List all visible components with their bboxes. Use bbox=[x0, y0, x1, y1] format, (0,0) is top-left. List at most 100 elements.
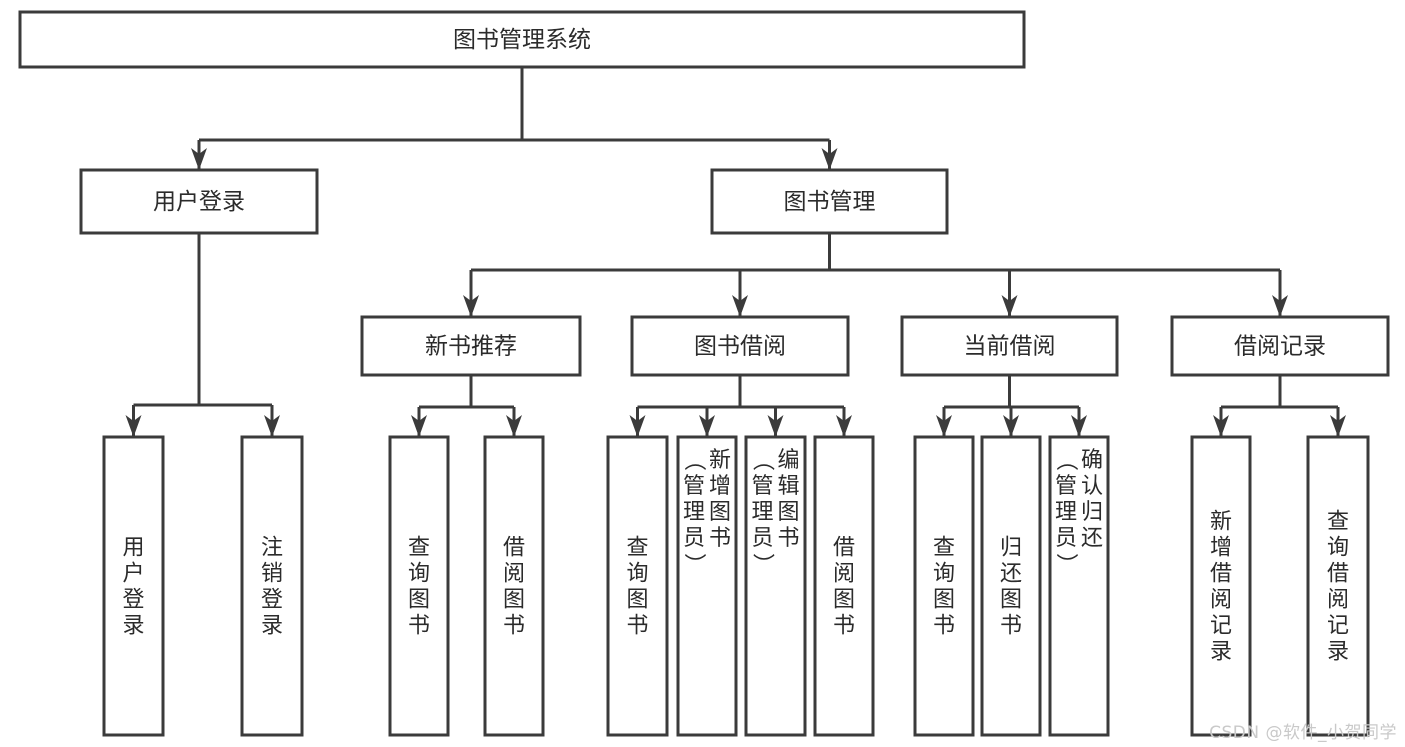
node-box-leaf-cb-return bbox=[980, 435, 1042, 737]
edge-group-current-borrow bbox=[936, 375, 1087, 437]
node-box-leaf-cb-query bbox=[913, 435, 975, 737]
node-leaf-user-logout[interactable]: 注销登录注销登录 bbox=[228, 435, 316, 747]
arrow-head-icon bbox=[1330, 415, 1346, 437]
node-label-user-login: 用户登录 bbox=[153, 189, 245, 215]
arrow-head-icon bbox=[125, 415, 142, 437]
leaf-glyph: 书 bbox=[777, 526, 799, 551]
leaf-glyph: 图 bbox=[408, 587, 430, 612]
node-leaf-cb-return[interactable]: 归还图书归还图书 bbox=[967, 435, 1055, 747]
node-leaf-nb-query[interactable]: 查询图书查询图书 bbox=[375, 435, 463, 747]
arrow-head-icon bbox=[1213, 415, 1229, 437]
leaf-glyph: 辑 bbox=[777, 474, 799, 499]
leaf-glyph: 书 bbox=[503, 613, 525, 638]
leaf-glyph: （ bbox=[1053, 449, 1078, 471]
node-leaf-user-login[interactable]: 用户登录用户登录 bbox=[89, 435, 177, 747]
leaf-glyph: 查 bbox=[933, 535, 955, 560]
node-book-manage[interactable]: 图书管理 bbox=[710, 168, 949, 235]
leaf-glyph: 书 bbox=[1000, 613, 1022, 638]
arrow-head-icon bbox=[264, 415, 280, 437]
arrow-head-icon bbox=[821, 148, 838, 170]
edge-group-root bbox=[191, 67, 838, 170]
leaf-glyph: 查 bbox=[626, 535, 648, 560]
arrow-head-icon bbox=[1272, 295, 1288, 317]
leaf-glyph: 记 bbox=[1210, 613, 1232, 638]
node-borrow-record[interactable]: 借阅记录 bbox=[1170, 315, 1390, 377]
watermark-label: CSDN @软件_小贺同学 bbox=[1209, 723, 1397, 743]
node-box-user-login bbox=[79, 168, 319, 235]
leaf-glyph: 录 bbox=[261, 613, 283, 638]
leaf-glyph: 理 bbox=[683, 500, 705, 525]
node-box-leaf-nb-query bbox=[388, 435, 450, 737]
leaf-glyph: 用 bbox=[122, 535, 144, 560]
leaf-glyph: 询 bbox=[1327, 535, 1349, 560]
leaf-glyph: 还 bbox=[1000, 561, 1022, 586]
node-label-book-manage: 图书管理 bbox=[784, 189, 876, 215]
leaf-glyph: 管 bbox=[751, 474, 773, 499]
node-label-new-book-rec: 新书推荐 bbox=[425, 334, 517, 360]
leaf-glyph: （ bbox=[681, 449, 706, 471]
arrow-head-icon bbox=[463, 295, 479, 317]
leaf-glyph: 增 bbox=[709, 474, 731, 499]
node-leaf-br-add[interactable]: 新增借阅记录新增借阅记录 bbox=[1155, 435, 1287, 747]
leaf-glyph: 注 bbox=[261, 535, 283, 560]
node-box-leaf-user-login bbox=[102, 435, 165, 737]
leaf-glyph: 归 bbox=[1000, 535, 1022, 560]
arrow-head-icon bbox=[629, 415, 646, 437]
leaf-glyph: 借 bbox=[1210, 561, 1232, 586]
leaf-glyph: 图 bbox=[777, 500, 799, 525]
arrow-head-icon bbox=[411, 415, 427, 437]
node-box-leaf-br-query bbox=[1306, 435, 1370, 737]
leaf-glyph: 书 bbox=[626, 613, 648, 638]
edge-group-new-book-rec bbox=[411, 375, 522, 437]
leaf-glyph: 录 bbox=[122, 613, 144, 638]
leaf-glyph: 还 bbox=[1081, 526, 1103, 551]
leaf-glyph: 询 bbox=[408, 561, 430, 586]
leaf-glyph: 图 bbox=[503, 587, 525, 612]
node-box-book-manage bbox=[710, 168, 949, 235]
node-book-borrow[interactable]: 图书借阅 bbox=[630, 315, 850, 377]
arrow-head-icon bbox=[191, 148, 207, 170]
node-leaf-bb-query[interactable]: 查询图书查询图书 bbox=[593, 435, 681, 747]
leaf-glyph: 销 bbox=[261, 561, 283, 586]
leaf-glyph: （ bbox=[750, 449, 775, 471]
leaf-glyph: 借 bbox=[503, 535, 525, 560]
leaf-glyph: 登 bbox=[122, 587, 144, 612]
node-root[interactable]: 图书管理系统 bbox=[18, 10, 1026, 69]
leaf-glyph: 阅 bbox=[1327, 587, 1349, 612]
leaf-glyph: 理 bbox=[1055, 500, 1077, 525]
leaf-glyph: ） bbox=[681, 553, 706, 575]
leaf-glyph: 记 bbox=[1327, 613, 1349, 638]
node-box-leaf-user-logout bbox=[240, 435, 304, 737]
node-box-leaf-bb-borrow bbox=[813, 435, 875, 737]
node-leaf-bb-borrow[interactable]: 借阅图书借阅图书 bbox=[800, 435, 888, 747]
leaf-glyph: 新 bbox=[709, 448, 731, 473]
leaf-glyph: 阅 bbox=[833, 561, 855, 586]
node-leaf-cb-query[interactable]: 查询图书查询图书 bbox=[900, 435, 988, 747]
leaf-glyph: 查 bbox=[1327, 509, 1349, 534]
leaf-glyph: 书 bbox=[709, 526, 731, 551]
arrow-head-icon bbox=[506, 415, 522, 437]
node-leaf-br-query[interactable]: 查询借阅记录查询借阅记录 bbox=[1272, 435, 1404, 747]
leaf-glyph: 阅 bbox=[503, 561, 525, 586]
leaf-glyph: 理 bbox=[751, 500, 773, 525]
node-leaf-nb-borrow[interactable]: 借阅图书借阅图书 bbox=[470, 435, 558, 747]
node-current-borrow[interactable]: 当前借阅 bbox=[900, 315, 1119, 377]
edge-group-book-borrow bbox=[629, 375, 852, 437]
leaf-glyph: 图 bbox=[709, 500, 731, 525]
node-user-login[interactable]: 用户登录 bbox=[79, 168, 319, 235]
node-box-root bbox=[18, 10, 1026, 69]
leaf-glyph: 登 bbox=[261, 587, 283, 612]
leaf-glyph: 录 bbox=[1210, 639, 1232, 664]
node-new-book-rec[interactable]: 新书推荐 bbox=[360, 315, 582, 377]
arrow-head-icon bbox=[936, 415, 952, 437]
leaf-glyph: 书 bbox=[933, 613, 955, 638]
edge-group-user-login bbox=[125, 233, 280, 437]
node-label-borrow-record: 借阅记录 bbox=[1234, 334, 1326, 360]
leaf-glyph: 员 bbox=[751, 526, 773, 551]
leaf-glyph: 新 bbox=[1210, 509, 1232, 534]
